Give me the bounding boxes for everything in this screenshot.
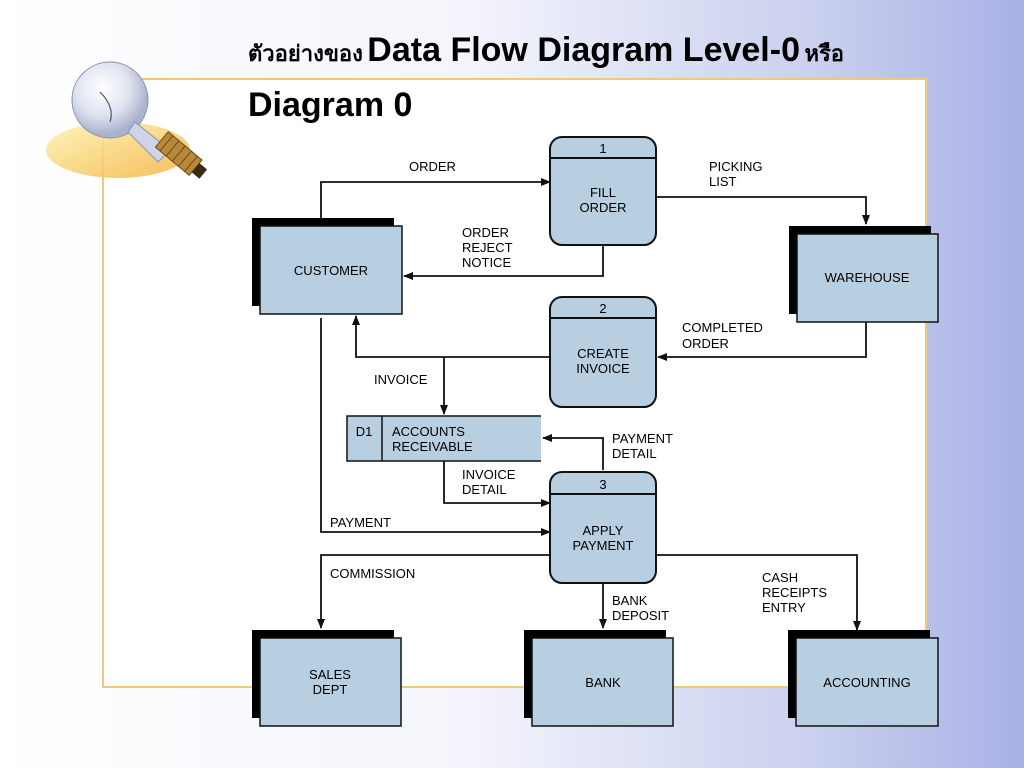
flow-label-bank-deposit-2: DEPOSIT <box>612 608 669 623</box>
entity-sales-dept: SALES DEPT <box>252 630 402 727</box>
title-line2: Diagram 0 <box>248 86 413 124</box>
flow-label-invoice-detail-1: INVOICE <box>462 467 516 482</box>
datastore-shape <box>346 415 541 462</box>
process-number: 3 <box>599 477 606 492</box>
process-label-line1: FILL <box>590 185 616 200</box>
flow-labels: ORDER PICKING LIST ORDER REJECT NOTICE C… <box>330 159 827 623</box>
process-apply-payment: 3 APPLY PAYMENT <box>549 471 657 584</box>
flow-label-order-reject-3: NOTICE <box>462 255 511 270</box>
entity-label-line2: DEPT <box>313 682 348 697</box>
entity-label: BANK <box>585 675 621 690</box>
process-box <box>549 296 657 408</box>
flow-label-order: ORDER <box>409 159 456 174</box>
slide-content-frame <box>102 78 927 688</box>
flow-label-payment-detail-1: PAYMENT <box>612 431 673 446</box>
datastore-label-line1: ACCOUNTS <box>392 424 465 439</box>
title-thai-prefix: ตัวอย่างของ <box>248 41 363 67</box>
entity-label: ACCOUNTING <box>823 675 910 690</box>
title-thai-connector: หรือ <box>804 41 844 67</box>
flow-label-cash-receipts-1: CASH <box>762 570 798 585</box>
entity-accounting: ACCOUNTING <box>788 630 939 727</box>
entity-label: WAREHOUSE <box>825 270 910 285</box>
entity-label: CUSTOMER <box>294 263 368 278</box>
entity-box <box>259 637 402 727</box>
flow-label-completed-order-2: ORDER <box>682 336 729 351</box>
process-box <box>549 136 657 246</box>
process-number: 2 <box>599 301 606 316</box>
flow-picking-list-line <box>656 196 870 225</box>
flow-order-line <box>320 178 551 218</box>
entity-warehouse: WAREHOUSE <box>789 226 939 323</box>
process-label-line1: CREATE <box>577 346 629 361</box>
process-number: 1 <box>599 141 606 156</box>
process-create-invoice: 2 CREATE INVOICE <box>549 296 657 408</box>
flow-lines <box>317 178 870 631</box>
entity-box <box>531 637 674 727</box>
datastore-label-line2: RECEIVABLE <box>392 439 473 454</box>
flow-label-payment-detail-2: DETAIL <box>612 446 657 461</box>
entity-bank: BANK <box>524 630 674 727</box>
flow-completed-order-line <box>657 322 867 361</box>
entity-box <box>795 637 939 727</box>
flow-invoice-detail-line <box>443 461 551 507</box>
entity-label-line1: SALES <box>309 667 351 682</box>
datastore-accounts-receivable: D1 ACCOUNTS RECEIVABLE <box>346 415 541 462</box>
entity-box <box>259 225 403 315</box>
process-label-line2: INVOICE <box>576 361 630 376</box>
entity-customer: CUSTOMER <box>252 218 403 315</box>
flow-order-reject-line <box>403 245 604 280</box>
flow-label-cash-receipts-3: ENTRY <box>762 600 806 615</box>
entity-box <box>796 233 939 323</box>
process-label-line2: PAYMENT <box>573 538 634 553</box>
title-main: Data Flow Diagram Level-0 <box>367 31 800 69</box>
flow-payment-line <box>320 318 551 536</box>
process-fill-order: 1 FILL ORDER <box>549 136 657 246</box>
flow-label-picking-list-2: LIST <box>709 174 737 189</box>
flow-commission-line <box>317 554 550 629</box>
flow-label-payment: PAYMENT <box>330 515 391 530</box>
slide-title: ตัวอย่างของ Data Flow Diagram Level-0 หร… <box>248 26 988 136</box>
flow-label-cash-receipts-2: RECEIPTS <box>762 585 827 600</box>
process-label-line1: APPLY <box>583 523 624 538</box>
flow-label-order-reject-1: ORDER <box>462 225 509 240</box>
flow-payment-detail-line <box>542 434 604 470</box>
flow-label-commission: COMMISSION <box>330 566 415 581</box>
flow-label-picking-list-1: PICKING <box>709 159 762 174</box>
process-label-line2: ORDER <box>580 200 627 215</box>
flow-label-completed-order-1: COMPLETED <box>682 320 763 335</box>
flow-label-invoice-detail-2: DETAIL <box>462 482 507 497</box>
flow-label-invoice: INVOICE <box>374 372 428 387</box>
flow-label-order-reject-2: REJECT <box>462 240 513 255</box>
flow-cash-receipts-line <box>656 554 861 631</box>
datastore-id: D1 <box>356 424 373 439</box>
light-bulb-icon <box>46 61 208 179</box>
flow-invoice-to-customer-line <box>352 315 550 358</box>
flow-label-bank-deposit-1: BANK <box>612 593 648 608</box>
process-box <box>549 471 657 584</box>
